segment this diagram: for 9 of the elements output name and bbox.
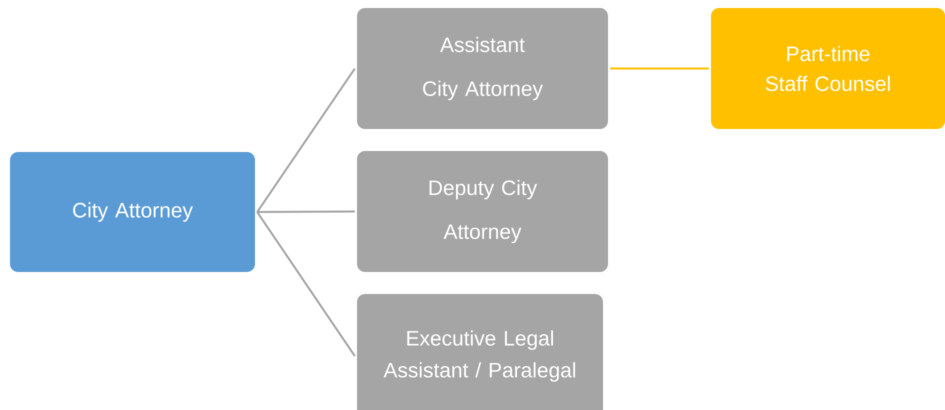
org-box: City Attorney — [10, 152, 255, 272]
connector-line — [256, 68, 356, 213]
org-box: Executive Legal Assistant / Paralegal — [357, 294, 603, 410]
connector-line — [610, 68, 709, 70]
org-box: Deputy City Attorney — [357, 151, 608, 272]
connector-line — [257, 210, 355, 213]
connector-line — [256, 211, 356, 357]
org-box: Part-time Staff Counsel — [711, 8, 945, 129]
org-box: Assistant City Attorney — [357, 8, 608, 129]
